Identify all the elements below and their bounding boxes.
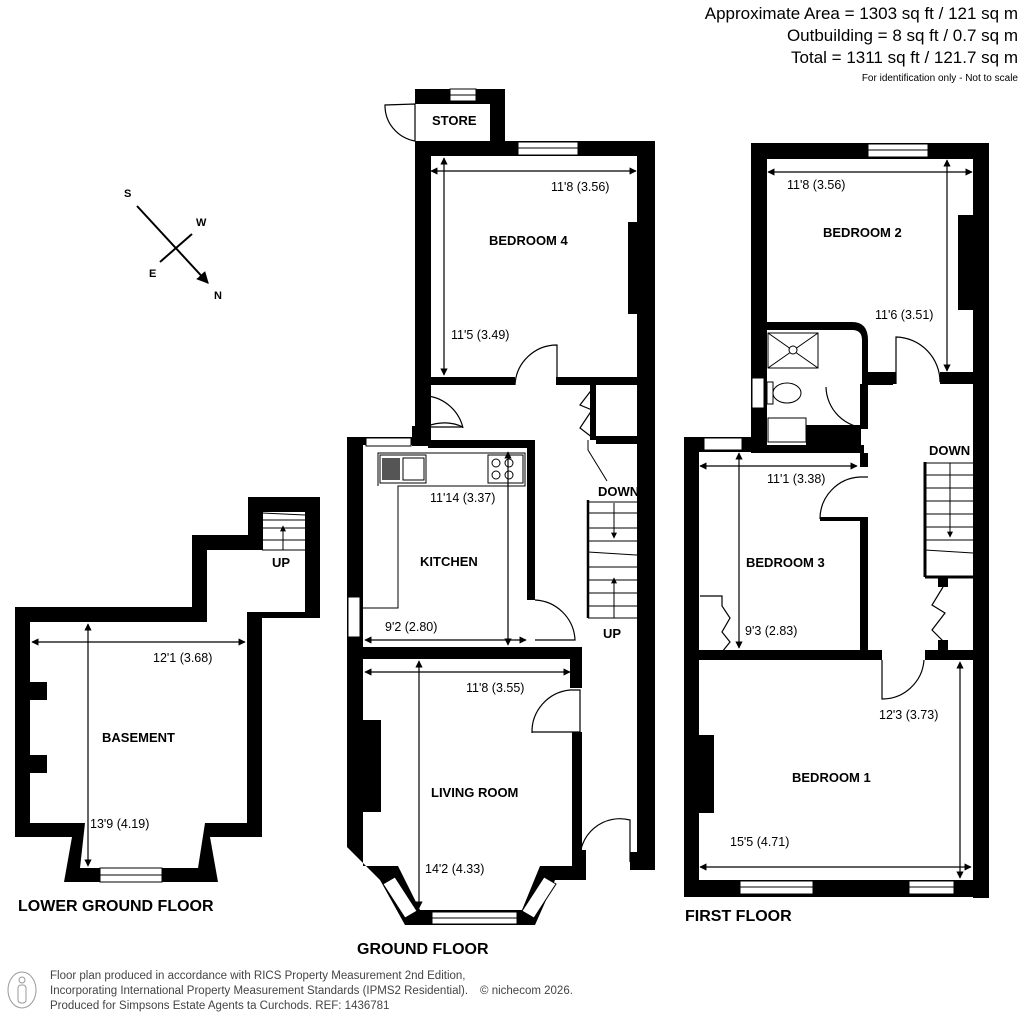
- outbuilding-area: Outbuilding = 8 sq ft / 0.7 sq m: [786, 26, 1018, 45]
- footer-line1: Floor plan produced in accordance with R…: [50, 970, 466, 982]
- first-floor-label: FIRST FLOOR: [685, 908, 792, 925]
- basement-label: BASEMENT: [102, 730, 175, 745]
- bedroom2-width: 11'8 (3.56): [787, 178, 845, 192]
- wardrobe-door[interactable]: [700, 595, 731, 653]
- front-door[interactable]: [579, 818, 631, 863]
- footer: Floor plan produced in accordance with R…: [50, 969, 573, 1014]
- copyright: © nichecom 2026.: [480, 985, 573, 997]
- compass-south: S: [124, 188, 131, 200]
- kitchen-length: 11'14 (3.37): [430, 491, 495, 505]
- living-room-door[interactable]: [531, 689, 581, 734]
- store-walls: [415, 89, 505, 145]
- kitchen-label: KITCHEN: [420, 554, 478, 569]
- living-room-width: 11'8 (3.55): [466, 681, 524, 695]
- bay-window-side: [382, 876, 418, 919]
- bedroom1-length: 12'3 (3.73): [879, 708, 938, 722]
- bedroom3-window: [703, 437, 743, 451]
- lower-ground-floor-plan: UP BASEMENT 12'1 (3.68) 13'9 (4.19) LOWE…: [15, 497, 320, 915]
- bedroom2-door[interactable]: [895, 336, 941, 384]
- bedroom4-label: BEDROOM 4: [489, 233, 569, 248]
- ground-floor-plan: STORE: [347, 88, 655, 958]
- chimney-breast: [363, 720, 381, 812]
- basement-length: 13'9 (4.19): [90, 817, 149, 831]
- compass-icon: S W E N: [124, 188, 222, 302]
- approximate-area: Approximate Area = 1303 sq ft / 121 sq m: [704, 4, 1018, 23]
- bedroom2-label: BEDROOM 2: [823, 225, 902, 240]
- stairs-down-label: DOWN: [598, 484, 639, 499]
- cupboard-door[interactable]: [931, 586, 946, 642]
- living-room-length: 14'2 (4.33): [425, 862, 484, 876]
- hob-icon: [487, 454, 524, 484]
- bedroom4-length: 11'5 (3.49): [451, 328, 509, 342]
- basement-walls: [15, 497, 320, 882]
- kitchen-window: [365, 437, 412, 447]
- hall-door[interactable]: [427, 422, 464, 428]
- basement-width: 12'1 (3.68): [153, 651, 212, 665]
- compass-east: E: [149, 268, 156, 280]
- compass-north: N: [214, 290, 222, 302]
- kitchen-side-window: [347, 596, 361, 638]
- kitchen-width: 9'2 (2.80): [385, 620, 437, 634]
- toilet-icon: [766, 381, 802, 405]
- bedroom3-length: 9'3 (2.83): [745, 624, 797, 638]
- chimney-breast: [30, 682, 47, 700]
- area-summary: Approximate Area = 1303 sq ft / 121 sq m…: [705, 3, 1018, 87]
- bedroom2-length: 11'6 (3.51): [875, 308, 933, 322]
- bay-window-side: [521, 876, 557, 919]
- stairs-icon: [586, 440, 638, 619]
- stairs-icon: [261, 512, 306, 551]
- store-door[interactable]: [384, 103, 416, 142]
- sink-icon: [379, 454, 427, 484]
- stairs-up-label: UP: [272, 555, 290, 570]
- disclaimer: For identification only - Not to scale: [861, 73, 1018, 84]
- store-label: STORE: [432, 113, 477, 128]
- bathroom-window: [751, 377, 765, 409]
- lower-ground-floor-label: LOWER GROUND FLOOR: [18, 898, 214, 915]
- person-icon: [7, 971, 37, 1009]
- living-room-label: LIVING ROOM: [431, 785, 518, 800]
- basin-icon: [767, 417, 807, 443]
- bedroom3-width: 11'1 (3.38): [767, 472, 825, 486]
- compass-west: W: [196, 217, 207, 229]
- bedroom1-door[interactable]: [881, 659, 925, 700]
- first-floor-plan: DOWN BEDROOM 2 11'8 (3.56) 11'6 (3.51) B…: [684, 143, 989, 925]
- bedroom4-door[interactable]: [514, 344, 558, 386]
- stairs-icon: [923, 462, 974, 579]
- shower-icon: [767, 332, 819, 369]
- kitchen-door[interactable]: [534, 599, 576, 641]
- stairs-up-label: UP: [603, 626, 621, 641]
- bedroom1-width: 15'5 (4.71): [730, 835, 789, 849]
- stairs-down-label: DOWN: [929, 443, 970, 458]
- chimney-breast: [628, 222, 638, 314]
- bedroom1-label: BEDROOM 1: [792, 770, 871, 785]
- footer-line3: Produced for Simpsons Estate Agents ta C…: [50, 1000, 390, 1012]
- chimney-breast: [699, 735, 714, 813]
- ground-floor-label: GROUND FLOOR: [357, 941, 489, 958]
- chimney-breast: [958, 215, 973, 310]
- total-area: Total = 1311 sq ft / 121.7 sq m: [791, 48, 1018, 67]
- bedroom3-label: BEDROOM 3: [746, 555, 825, 570]
- bedroom3-door[interactable]: [819, 476, 868, 520]
- bedroom4-width: 11'8 (3.56): [551, 180, 609, 194]
- cupboard-door[interactable]: [579, 387, 594, 439]
- chimney-breast: [30, 755, 47, 773]
- footer-line2: Incorporating International Property Mea…: [50, 985, 469, 997]
